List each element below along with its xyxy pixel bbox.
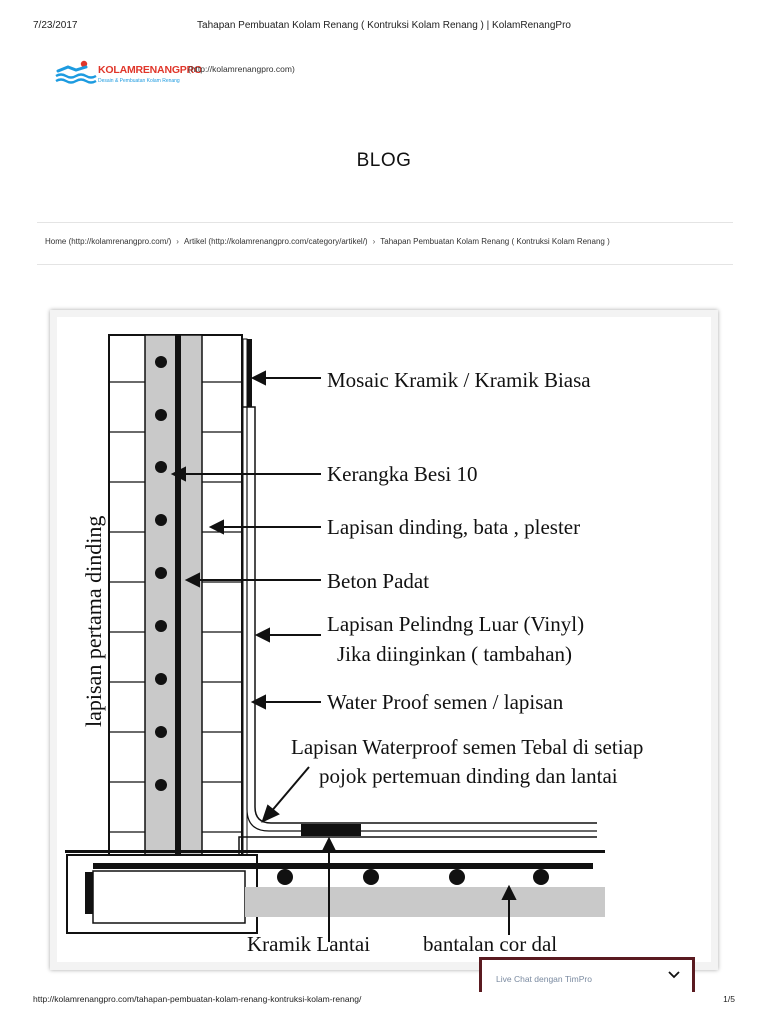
logo-url[interactable]: (http://kolamrenangpro.com) xyxy=(188,64,295,74)
divider-top xyxy=(37,222,733,223)
beton-padat-layer xyxy=(144,334,203,856)
label-pojok-2: pojok pertemuan dinding dan lantai xyxy=(319,764,618,788)
label-pelindung-1: Lapisan Pelindng Luar (Vinyl) xyxy=(327,612,584,636)
logo-swimmer-icon xyxy=(55,60,97,84)
diagram-canvas: lapisan pertama dinding Mosaic Kramik / … xyxy=(57,317,711,962)
print-date: 7/23/2017 xyxy=(33,20,78,31)
divider-bottom xyxy=(37,264,733,265)
label-pojok-1: Lapisan Waterproof semen Tebal di setiap xyxy=(291,735,643,759)
print-footer: http://kolamrenangpro.com/tahapan-pembua… xyxy=(0,992,768,1012)
live-chat-label[interactable]: Live Chat dengan TimPro xyxy=(496,974,592,984)
breadcrumb: Home (http://kolamrenangpro.com/) › Artike… xyxy=(45,237,610,246)
label-kramik-lantai: Kramik Lantai xyxy=(247,932,370,956)
label-pelindung-2: Jika diinginkan ( tambahan) xyxy=(337,642,572,666)
logo-name: KOLAMRENANGPRO xyxy=(98,64,202,76)
pool-construction-diagram: lapisan pertama dinding Mosaic Kramik / … xyxy=(50,310,718,970)
label-lapisan-dinding: Lapisan dinding, bata , plester xyxy=(327,515,580,539)
breadcrumb-home[interactable]: Home (http://kolamrenangpro.com/) xyxy=(45,237,172,246)
label-beton: Beton Padat xyxy=(327,569,429,593)
breadcrumb-current: Tahapan Pembuatan Kolam Renang ( Kontruk… xyxy=(380,237,610,246)
print-page-number: 1/5 xyxy=(723,994,735,1004)
chevron-down-icon[interactable] xyxy=(668,970,680,980)
print-url: http://kolamrenangpro.com/tahapan-pembua… xyxy=(33,994,362,1004)
label-mosaic: Mosaic Kramik / Kramik Biasa xyxy=(327,368,591,392)
live-chat-widget[interactable]: Live Chat dengan TimPro xyxy=(479,957,695,993)
logo-tagline: Desain & Pembuatan Kolam Renang xyxy=(98,78,180,84)
breadcrumb-separator: › xyxy=(176,237,179,246)
site-logo[interactable]: KOLAMRENANGPRO Desain & Pembuatan Kolam … xyxy=(54,58,202,86)
print-header: 7/23/2017 Tahapan Pembuatan Kolam Renang… xyxy=(0,0,768,44)
label-lapisan-pertama: lapisan pertama dinding xyxy=(81,516,106,727)
diagram-svg: lapisan pertama dinding Mosaic Kramik / … xyxy=(65,334,643,956)
breadcrumb-artikel[interactable]: Artikel (http://kolamrenangpro.com/categ… xyxy=(183,237,368,246)
label-bantalan: bantalan cor dal xyxy=(423,932,557,956)
label-kerangka: Kerangka Besi 10 xyxy=(327,462,477,486)
kerangka-besi-bar xyxy=(175,335,181,855)
label-waterproof: Water Proof semen / lapisan xyxy=(327,690,564,714)
print-page-title: Tahapan Pembuatan Kolam Renang ( Kontruk… xyxy=(197,20,571,31)
breadcrumb-separator: › xyxy=(372,237,376,246)
page-title: BLOG xyxy=(356,150,412,171)
